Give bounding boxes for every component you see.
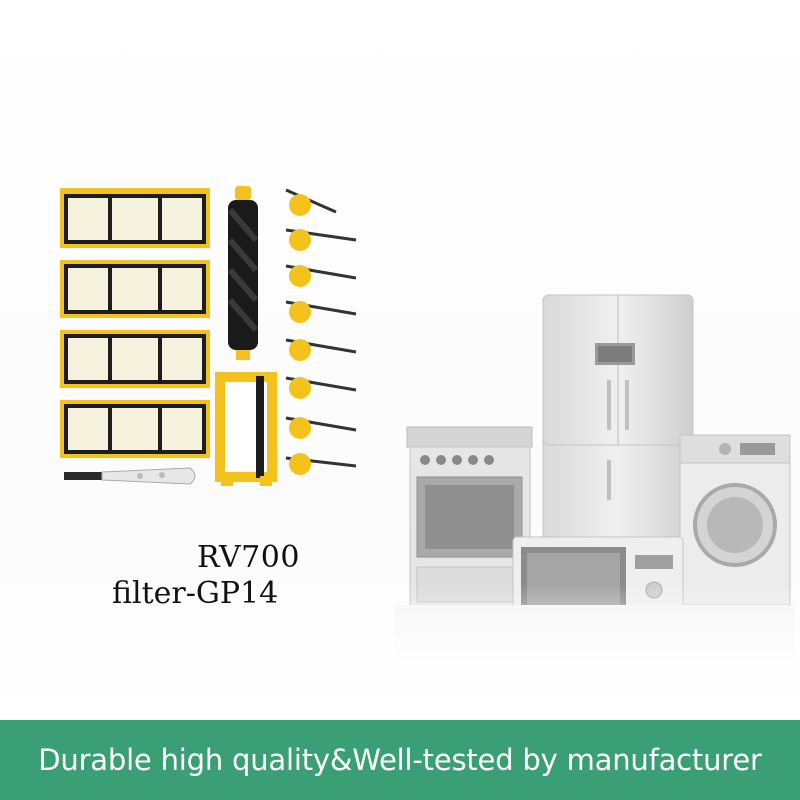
model-label: RV700 <box>197 540 300 575</box>
roller-brush-icon <box>227 186 259 360</box>
refrigerator-icon <box>542 294 694 546</box>
bottom-banner: Durable high quality&Well-tested by manu… <box>0 720 800 800</box>
parts-illustration <box>60 186 357 486</box>
gas-range-icon <box>406 426 533 613</box>
brush-guard-icon <box>215 372 277 486</box>
banner-text: Durable high quality&Well-tested by manu… <box>38 743 762 777</box>
product-image: RV700 filter-GP14 <box>0 0 800 720</box>
hepa-filter-icon <box>60 330 210 388</box>
side-brush-icon <box>285 188 357 475</box>
cleaning-tool-icon <box>64 467 196 485</box>
filter-label: filter-GP14 <box>112 576 279 611</box>
appliances-illustration <box>395 294 795 665</box>
hepa-filter-icon <box>60 188 210 248</box>
hepa-filter-icon <box>60 260 210 318</box>
hepa-filter-icon <box>60 400 210 458</box>
washing-machine-icon <box>679 434 791 606</box>
